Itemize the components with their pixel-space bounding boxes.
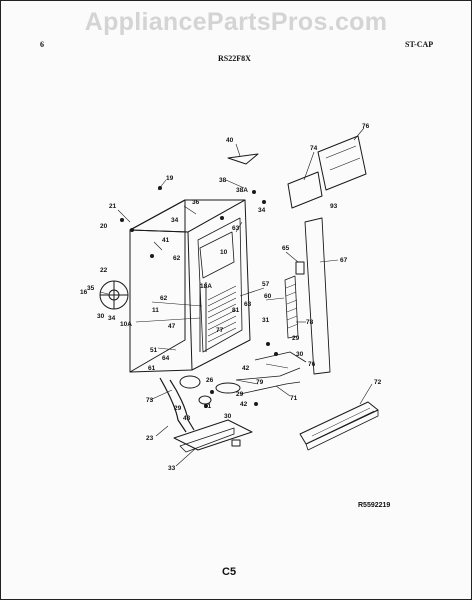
cabinet-top xyxy=(129,199,246,233)
part-number-label: 93 xyxy=(330,203,338,210)
part-number-label: 76 xyxy=(308,361,316,368)
part-number-label: 51 xyxy=(150,347,158,354)
part-number-label: 42 xyxy=(240,401,248,408)
inner-liner-panel xyxy=(197,217,243,353)
part-number-label: 29 xyxy=(236,391,244,398)
part-number-label: 10 xyxy=(220,249,228,256)
part-number-label: 63 xyxy=(244,301,252,308)
part-number-label: 42 xyxy=(242,365,250,372)
tube-23 xyxy=(159,377,187,433)
part-number-label: 21 xyxy=(109,203,117,210)
part-number-label: 43 xyxy=(183,415,191,422)
part-number-label: 20 xyxy=(100,223,108,230)
control-housing xyxy=(199,231,235,279)
part-number-label: 16 xyxy=(80,289,88,296)
part-number-label: 63 xyxy=(232,225,240,232)
part-number-label: 30 xyxy=(224,413,232,420)
part-65-block xyxy=(295,261,305,275)
defrost-heater xyxy=(199,282,207,352)
strip-47 xyxy=(284,275,299,339)
part-number-label: 30 xyxy=(296,351,304,358)
part-number-label: 71 xyxy=(290,395,298,402)
part-number-label: 72 xyxy=(374,379,382,386)
part-number-label: 41 xyxy=(162,237,170,244)
part-number-label: 34 xyxy=(171,217,179,224)
evaporator-fins xyxy=(207,285,237,343)
part-number-label: 29 xyxy=(174,405,182,412)
part-number-label: 78 xyxy=(306,319,314,326)
part-number-label: 30 xyxy=(97,313,105,320)
part-number-label: 61 xyxy=(148,365,156,372)
part-number-label: 77 xyxy=(216,327,224,334)
page-number: 6 xyxy=(40,40,44,49)
part-number-label: 26 xyxy=(206,377,214,384)
part-number-label: 38 xyxy=(219,177,227,184)
part-number-label: 34 xyxy=(108,315,116,322)
part-number-label: 74 xyxy=(310,145,318,152)
part-number-label: 47 xyxy=(168,323,176,330)
panel-74 xyxy=(287,171,323,209)
part-40-shape xyxy=(227,153,259,165)
part-number-label: 34 xyxy=(258,207,266,214)
model-number: RS22F8X xyxy=(218,54,251,63)
part-number-label: 31 xyxy=(262,317,270,324)
part-number-label: 33 xyxy=(168,465,176,472)
part-number-label: 19 xyxy=(166,175,174,182)
part-number-label: 11 xyxy=(152,307,159,314)
part-number-label: 57 xyxy=(262,281,270,288)
part-number-label: 62 xyxy=(173,255,181,262)
part-number-label: 73 xyxy=(146,397,154,404)
page-code: C5 xyxy=(222,566,237,578)
part-number-label: 31 xyxy=(204,403,212,410)
watermark-text: AppliancePartsPros.com xyxy=(84,8,388,36)
section-code: ST-CAP xyxy=(405,40,434,49)
drain-pan-33 xyxy=(173,419,253,451)
panel-76 xyxy=(317,135,367,191)
part-number-label: 62 xyxy=(160,295,168,302)
part-number-label: 60 xyxy=(264,293,272,300)
part-number-label: 65 xyxy=(282,245,290,252)
part-number-label: 22 xyxy=(100,267,108,274)
part-number-label: 36 xyxy=(192,199,200,206)
diagram-reference-code: R5592219 xyxy=(358,502,391,509)
part-number-label: 10A xyxy=(120,321,132,328)
part-number-label: 29 xyxy=(292,335,300,342)
part-number-label: 38A xyxy=(236,187,248,194)
part-number-label: 64 xyxy=(162,355,170,362)
part-number-label: 40 xyxy=(226,137,234,144)
strip-67 xyxy=(304,217,331,375)
part-number-label: 23 xyxy=(146,435,154,442)
part-number-label: 79 xyxy=(256,379,264,386)
part-number-label: 18A xyxy=(200,283,212,290)
part-number-label: 76 xyxy=(362,123,370,130)
cabinet-side-face xyxy=(187,199,251,371)
compressor-base xyxy=(179,375,201,389)
part-number-label: 67 xyxy=(340,257,348,264)
part-number-label: 35 xyxy=(87,285,95,292)
part-number-label: 81 xyxy=(232,307,240,314)
